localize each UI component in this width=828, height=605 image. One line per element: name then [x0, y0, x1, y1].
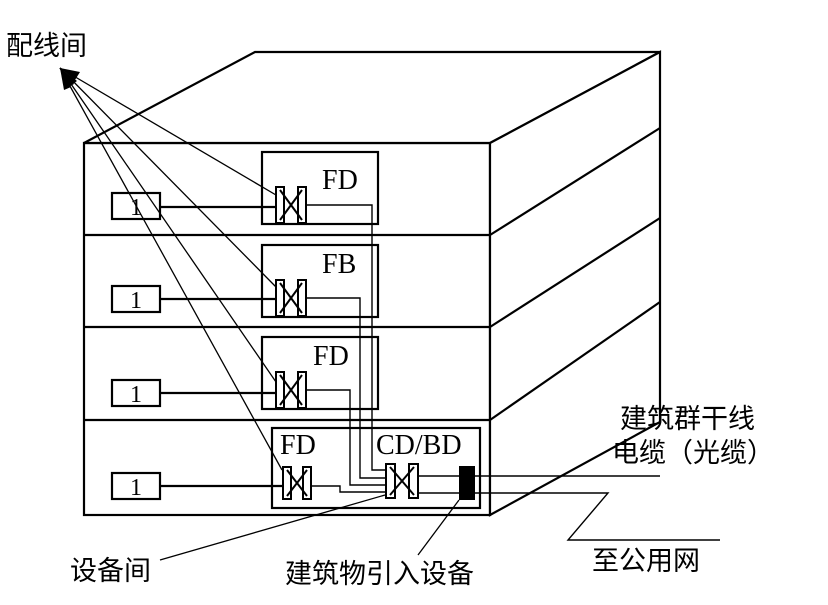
- backbone-cable: [306, 297, 386, 479]
- arrowhead-icon: [60, 68, 74, 88]
- floor-divider-side: [489, 127, 661, 236]
- cross-connect-icon: [385, 463, 419, 499]
- cross-connect-icon: [282, 466, 312, 500]
- pointer-line: [59, 67, 277, 196]
- pointer-line: [159, 494, 386, 561]
- pointer-line: [59, 67, 283, 471]
- device-label: FD: [322, 165, 358, 196]
- device-label: FD: [280, 430, 316, 461]
- arrowhead-icon: [60, 68, 71, 90]
- public-network-line: [418, 492, 720, 541]
- label-public-network: 至公用网: [592, 546, 700, 577]
- pointer-line: [59, 67, 277, 383]
- outlet-number: 1: [130, 195, 142, 221]
- backbone-cable: [306, 204, 386, 471]
- cross-connect-icon: [275, 279, 307, 317]
- label-campus-backbone-cable: 电缆（光缆）: [612, 438, 774, 469]
- device-label: FB: [322, 249, 356, 280]
- floor-divider-side: [489, 301, 661, 421]
- wiring-closet-box: [260, 335, 380, 411]
- outlet-number: 1: [130, 288, 142, 314]
- cross-connect-icon: [275, 371, 307, 409]
- device-label-cd-bd: CD/BD: [376, 430, 462, 461]
- label-wiring-closet: 配线间: [6, 31, 87, 62]
- building-entrance-device-icon: [459, 466, 475, 500]
- device-label: FD: [313, 341, 349, 372]
- arrowhead-icon: [60, 68, 77, 86]
- floor-divider-side: [489, 217, 661, 328]
- wiring-closet-box: [260, 150, 380, 226]
- equipment-room-box: [270, 426, 482, 510]
- building-side-face: [488, 50, 662, 517]
- pointer-line: [59, 67, 277, 288]
- label-equipment-room: 设备间: [70, 556, 151, 587]
- label-campus-backbone: 建筑群干线: [620, 404, 755, 435]
- arrowhead-icon: [60, 68, 80, 80]
- outlet-number: 1: [130, 382, 142, 408]
- wiring-closet-box: [260, 243, 380, 319]
- outlet-number: 1: [130, 475, 142, 501]
- building-front-face: [82, 141, 492, 517]
- backbone-cable: [306, 389, 386, 486]
- pointer-line: [417, 499, 460, 556]
- label-building-entrance: 建筑物引入设备: [285, 559, 474, 590]
- backbone-cable: [311, 485, 386, 493]
